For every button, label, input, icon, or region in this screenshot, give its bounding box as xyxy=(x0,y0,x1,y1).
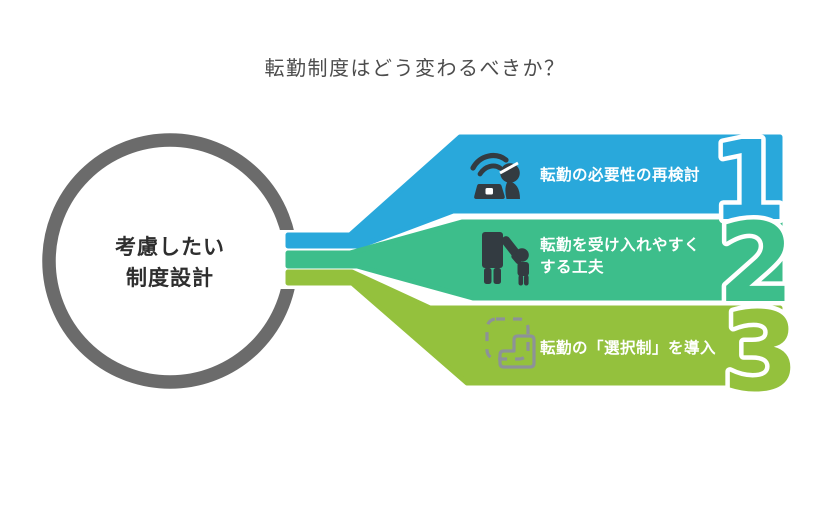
step-3-label: 転勤の「選択制」を導入 xyxy=(540,338,716,360)
page-title: 転勤制度はどう変わるべきか？ xyxy=(264,58,566,80)
step-number-1: 1 1 xyxy=(706,113,792,250)
child-figure-icon xyxy=(511,248,529,286)
wifi-arcs-icon xyxy=(470,153,509,177)
step-shape-icon xyxy=(498,334,536,369)
selection-icon xyxy=(484,316,542,375)
ribbon-step-1 xyxy=(285,134,783,249)
svg-text:1: 1 xyxy=(710,117,787,245)
hub-label: 考慮したい 制度設計 xyxy=(70,232,270,294)
step-1-label: 転勤の必要性の再検討 xyxy=(540,165,700,187)
step-number-3: 3 3 xyxy=(718,284,804,421)
adult-figure-icon xyxy=(482,232,520,284)
step-1-label-line1: 転勤の必要性の再検討 xyxy=(540,167,701,184)
hub-label-line2: 制度設計 xyxy=(126,267,214,290)
parent-child-icon xyxy=(477,229,539,292)
svg-text:1: 1 xyxy=(710,117,787,245)
step-number-2: 2 2 xyxy=(713,195,799,332)
svg-text:2: 2 xyxy=(717,199,794,327)
ribbon-step-3 xyxy=(285,269,783,386)
svg-text:2: 2 xyxy=(717,199,794,327)
step-2-label: 転勤を受け入れやすく する工夫 xyxy=(540,235,700,278)
step-2-label-line2: する工夫 xyxy=(540,258,605,276)
dashed-selection-box-icon xyxy=(485,317,530,361)
step-3-label-line1: 転勤の「選択制」を導入 xyxy=(540,340,717,357)
person-at-laptop-icon xyxy=(474,161,520,199)
hub-label-line1: 考慮したい xyxy=(115,236,225,259)
remote-work-icon xyxy=(466,147,528,210)
ribbon-step-2 xyxy=(285,219,783,301)
svg-text:3: 3 xyxy=(722,288,799,416)
svg-text:3: 3 xyxy=(722,288,799,416)
step-2-label-line1: 転勤を受け入れやすく xyxy=(540,237,701,254)
